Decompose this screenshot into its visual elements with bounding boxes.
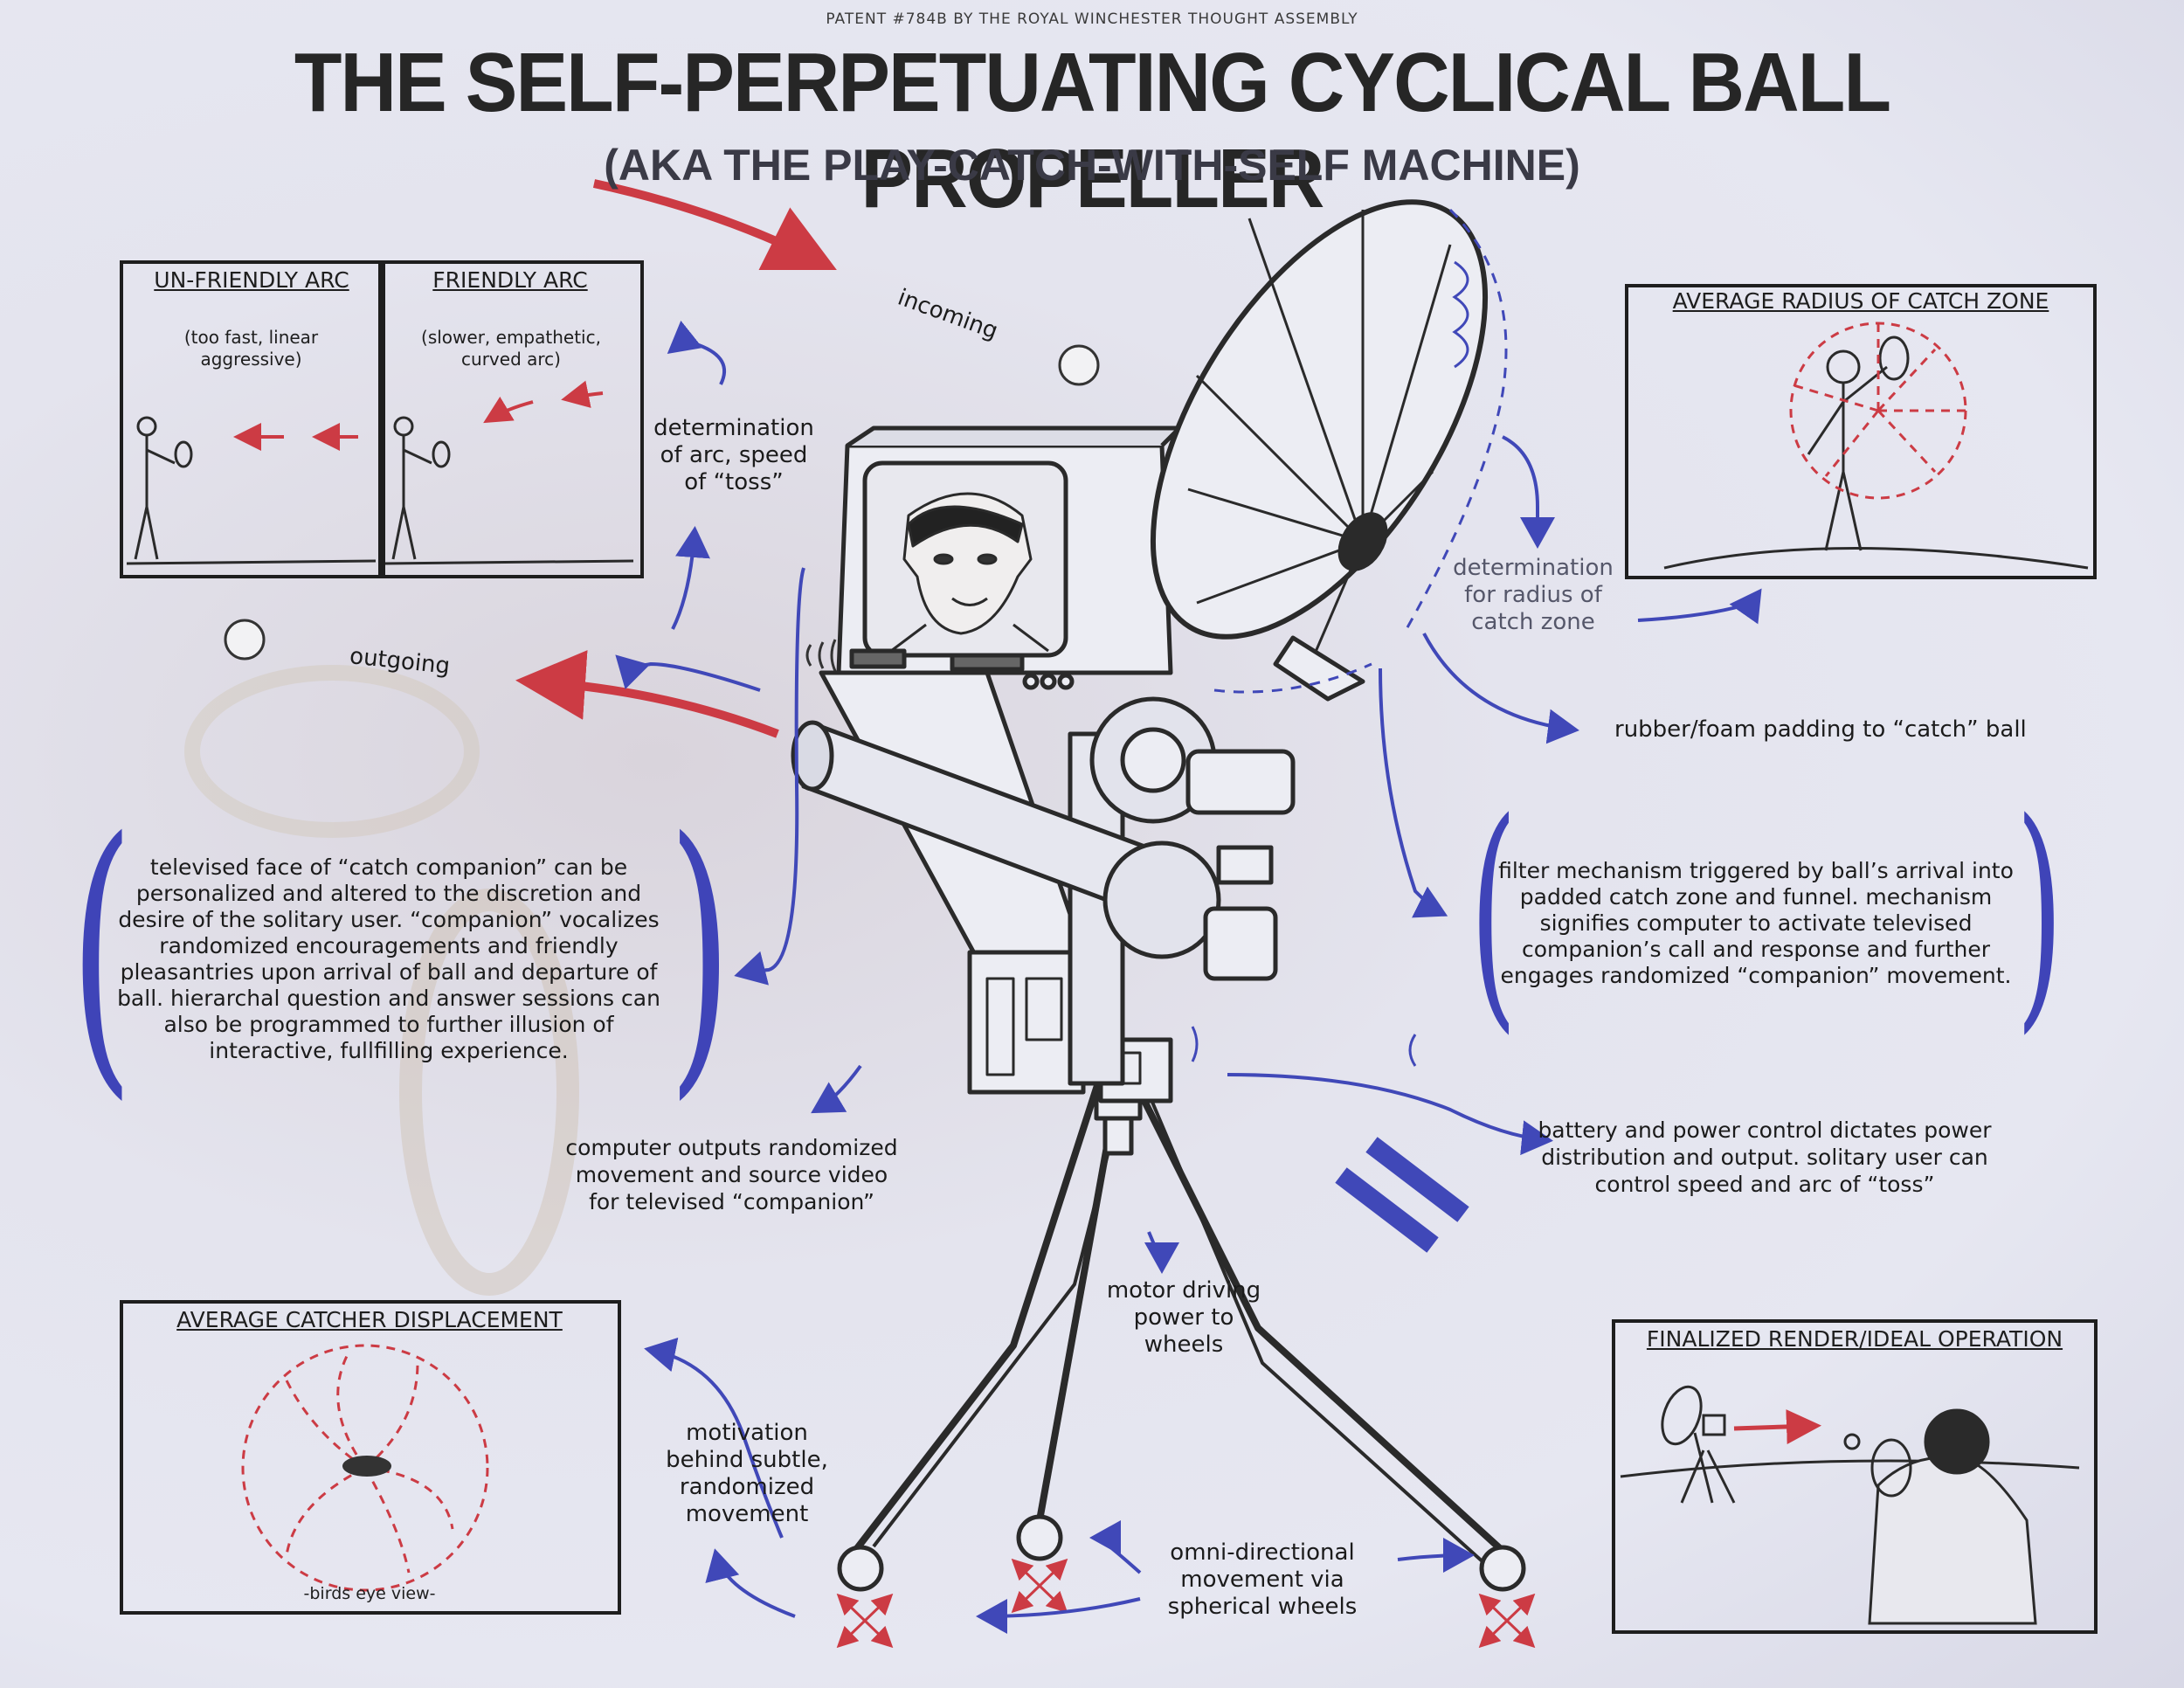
finalized-render-title: FINALIZED RENDER/IDEAL OPERATION [1646, 1326, 2063, 1352]
incoming-arrow [592, 179, 837, 270]
unfriendly-arc-panel [120, 260, 385, 578]
finalized-render-panel [1612, 1319, 2098, 1634]
catch-zone-title: AVERAGE RADIUS OF CATCH ZONE [1672, 288, 2049, 314]
unfriendly-arc-note: (too fast, linear aggressive) [183, 327, 319, 370]
page-title: THE SELF-PERPETUATING CYCLICAL BALL PROP… [294, 36, 1891, 225]
right-bracket-close: ) [2015, 771, 2063, 1055]
patent-number: PATENT #784B BY THE ROYAL WINCHESTER THO… [826, 10, 1358, 28]
catch-zone-panel [1625, 284, 2097, 579]
catcher-displacement-panel [120, 1300, 621, 1615]
unfriendly-arc-title: UN-FRIENDLY ARC [154, 267, 349, 293]
ball-propeller-machine [791, 199, 1526, 1592]
arc-speed-label: determination of arc, speed of “toss” [653, 415, 814, 495]
computer-output-label: computer outputs randomized movement and… [565, 1135, 898, 1214]
padding-label: rubber/foam padding to “catch” ball [1614, 716, 2027, 743]
companion-description: televised face of “catch companion” can … [117, 854, 660, 1063]
motivation-label: motivation behind subtle, randomized mov… [666, 1420, 828, 1527]
companion-face [890, 492, 1049, 653]
catch-radius-label: determination for radius of catch zone [1453, 555, 1614, 635]
outgoing-arrow [515, 650, 779, 738]
catcher-displacement-title: AVERAGE CATCHER DISPLACEMENT [176, 1307, 563, 1332]
friendly-arc-title: FRIENDLY ARC [432, 267, 588, 293]
equals-symbol [1335, 1137, 1469, 1253]
right-bracket-open: ( [1469, 771, 1517, 1055]
coffee-stain [184, 665, 579, 1296]
wheel-direction-icon [836, 1558, 1536, 1649]
omni-wheels-label: omni-directional movement via spherical … [1167, 1539, 1358, 1620]
filter-mechanism-description: filter mechanism triggered by ball’s arr… [1498, 858, 2014, 988]
padding-outline [1213, 208, 1508, 694]
panel-figures [126, 416, 634, 565]
page-subtitle: (AKA THE PLAY-CATCH-WITH-SELF MACHINE) [604, 141, 1580, 190]
friendly-arc-panel [378, 260, 644, 578]
motor-label: motor driving power to wheels [1106, 1277, 1261, 1358]
leader-lines [615, 320, 1762, 1634]
left-bracket-close: ) [667, 779, 732, 1125]
birds-eye-caption: -birds eye view- [303, 1584, 436, 1603]
baseball-icon [224, 344, 1100, 661]
left-bracket-open: ( [69, 779, 134, 1125]
friendly-arc-note: (slower, empathetic, curved arc) [421, 327, 601, 370]
battery-label: battery and power control dictates power… [1538, 1117, 1992, 1197]
